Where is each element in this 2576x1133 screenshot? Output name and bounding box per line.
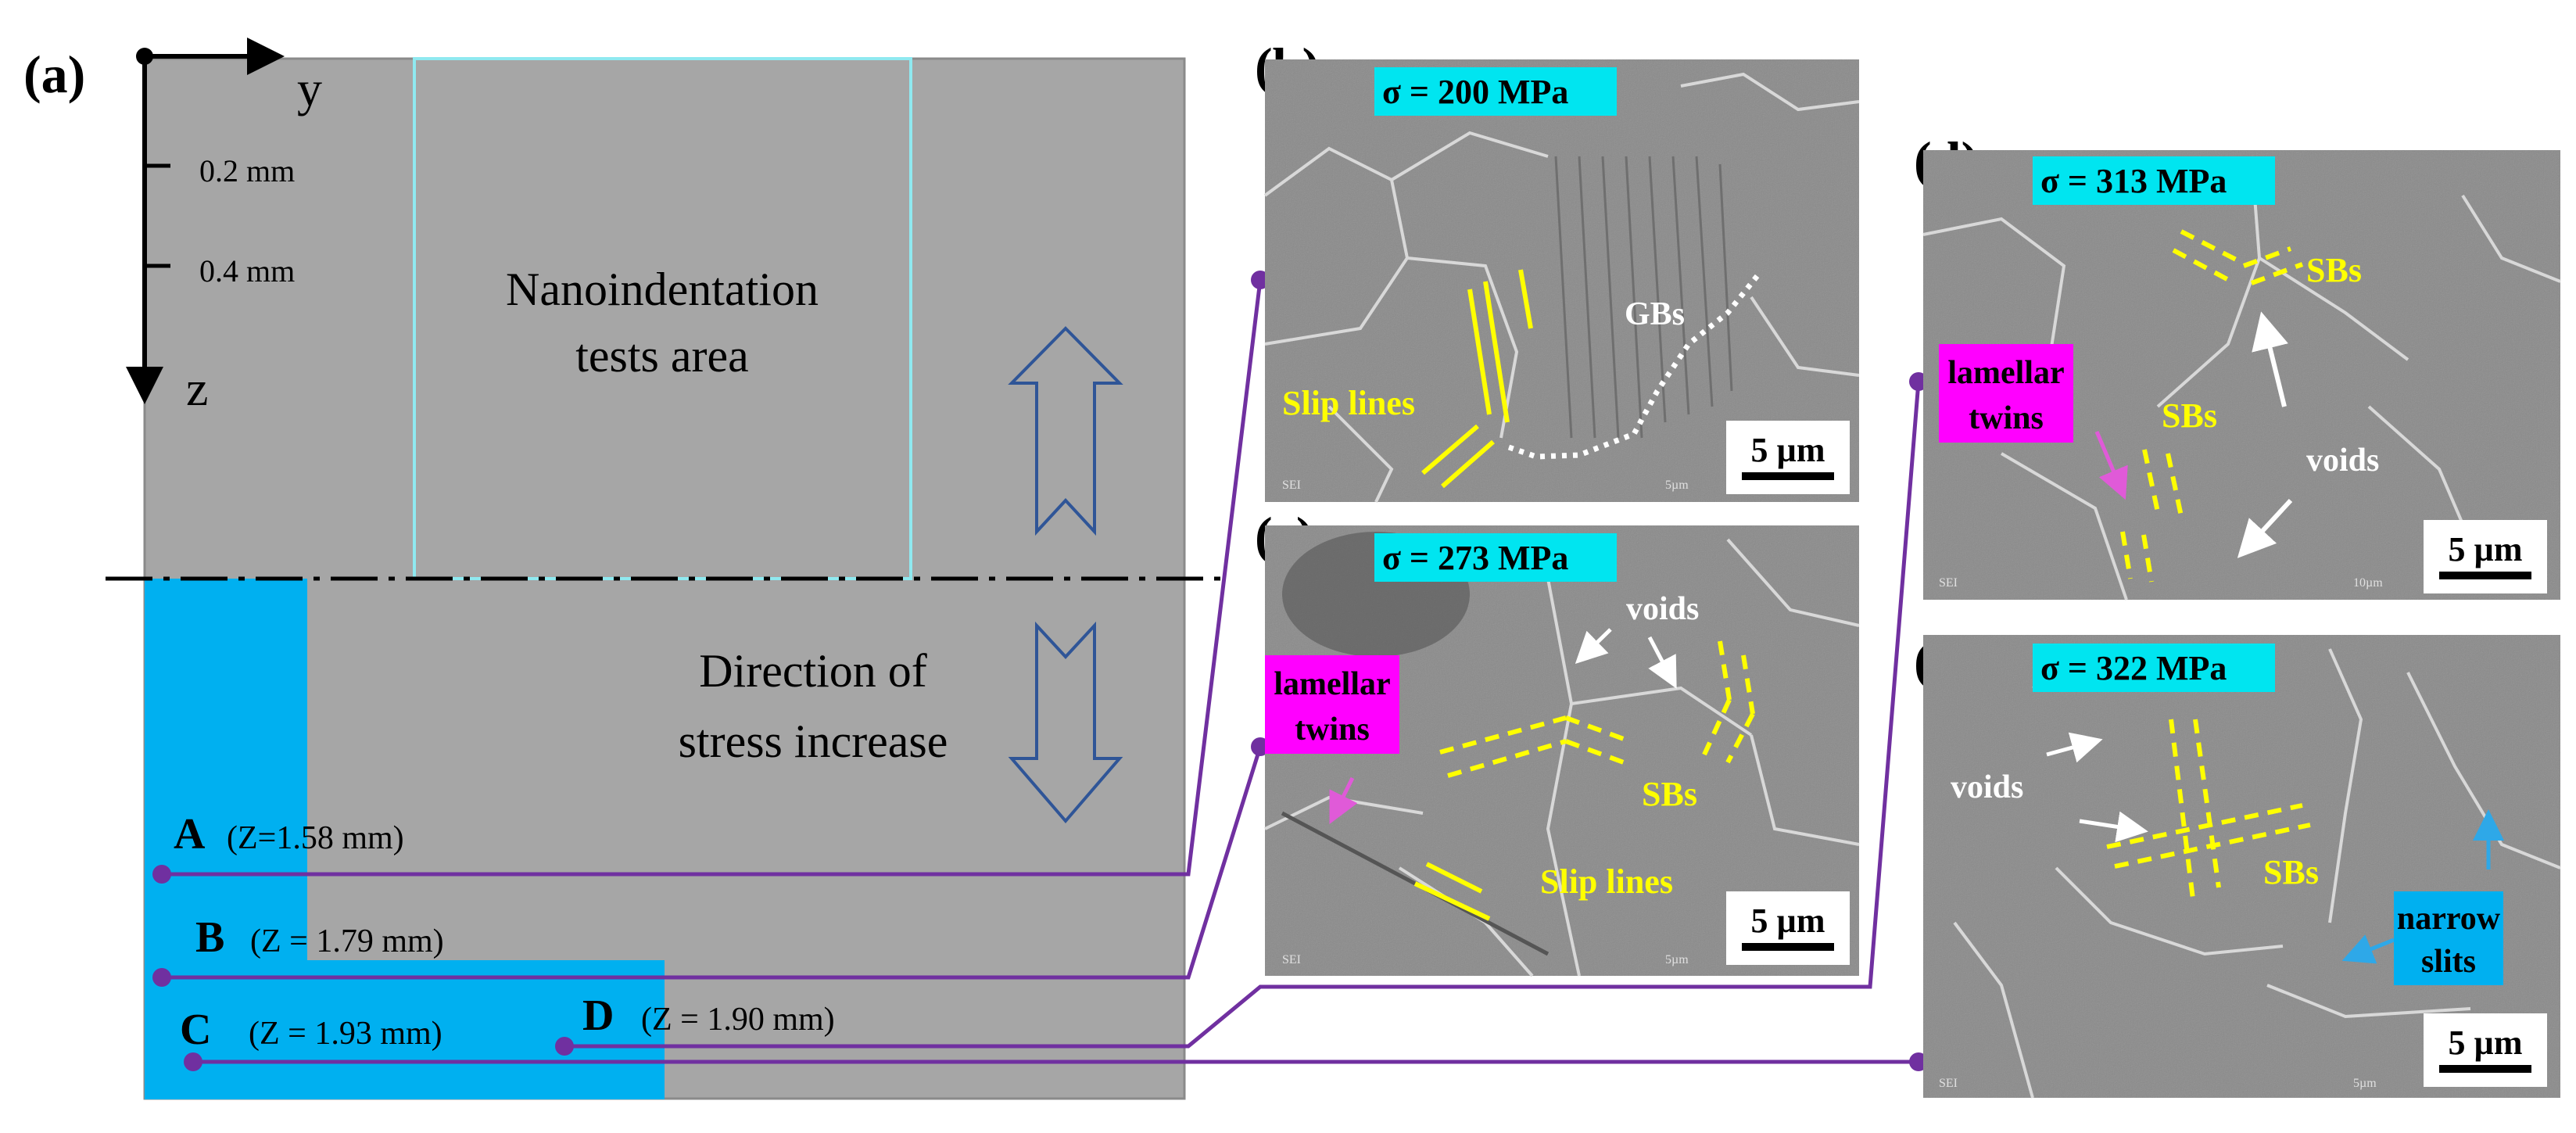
slip-lines-marks-c <box>1413 862 1491 921</box>
sem-scale-e: 5µm <box>2353 1077 2377 1090</box>
connectors <box>162 279 1921 1064</box>
panel-a-label: (a) <box>23 45 85 104</box>
slit-arrow-e2 <box>2341 934 2395 964</box>
point-c-letter: C <box>180 1006 211 1054</box>
sem-scale-c: 5µm <box>1665 953 1689 966</box>
micrograph-e: (e) σ = 322 MPa voids SBs narrow slits 5 <box>1914 631 2561 1099</box>
sem-tag-d: SEI <box>1939 576 1958 590</box>
point-a-letter: A <box>174 810 206 859</box>
scale-box-e <box>2424 1013 2547 1087</box>
micrograph-b: (b) σ = 200 M <box>1255 37 1860 503</box>
slip-lines-label-c: Slip lines <box>1540 862 1673 901</box>
nano-area-label-2: tests area <box>575 330 749 382</box>
sem-tag-b: SEI <box>1282 479 1301 492</box>
down-arrow-outline <box>1008 621 1123 824</box>
void-arrow-c2 <box>1647 636 1677 689</box>
stress-box-c <box>1374 533 1617 582</box>
connector-a <box>162 279 1263 877</box>
connector-d <box>564 381 1921 1049</box>
panel-a: (a) y z 0.2 mm 0.4 mm Nanoindentation te… <box>23 38 1227 1100</box>
scale-box-b <box>1726 421 1850 494</box>
scale-label-c: 5 µm <box>1750 902 1825 940</box>
slits-box-e <box>2394 891 2503 985</box>
void-arrow-d2 <box>2237 498 2293 558</box>
scale-box-d <box>2424 520 2547 593</box>
direction-label-2: stress increase <box>679 715 948 767</box>
slip-traces-b <box>1554 156 1733 439</box>
void-arrow-e1 <box>2046 732 2103 763</box>
stress-label-e: σ = 322 MPa <box>2040 649 2227 687</box>
scale-box-c <box>1726 891 1850 965</box>
sem-tag-c: SEI <box>1282 953 1301 966</box>
scale-label-e: 5 µm <box>2448 1024 2522 1062</box>
twins-label-d-2: twins <box>1969 400 2044 436</box>
void-arrow-d1 <box>2252 311 2288 407</box>
connector-b <box>162 746 1263 980</box>
up-arrow-outline <box>1008 326 1123 536</box>
twins-label-d-1: lamellar <box>1947 355 2064 391</box>
gb-trace-dotted <box>1507 271 1761 460</box>
sbs-label-d-2: SBs <box>2162 396 2217 435</box>
scale-bar-e <box>2439 1065 2531 1073</box>
twins-box-c <box>1265 655 1399 754</box>
scale-bar-b <box>1742 472 1834 480</box>
sbs-label-c: SBs <box>1642 775 1697 813</box>
sb-marks-c <box>1439 640 1755 778</box>
micrograph-d: (d) σ = 313 MPa lamellar twins <box>1914 131 2561 601</box>
point-d-letter: D <box>582 991 614 1040</box>
sbs-label-d-1: SBs <box>2306 251 2362 289</box>
point-b-letter: B <box>195 913 224 962</box>
voids-label-c: voids <box>1626 591 1699 627</box>
sbs-label-e: SBs <box>2263 853 2319 891</box>
void-arrow-e2 <box>2079 811 2148 843</box>
stress-box-e <box>2033 644 2275 692</box>
twins-box-d <box>1939 344 2073 443</box>
twin-arrow-d <box>2094 431 2128 500</box>
tick-label-0-4: 0.4 mm <box>199 253 295 289</box>
z-axis-label: z <box>186 360 208 416</box>
stress-label-d: σ = 313 MPa <box>2040 162 2227 200</box>
void-arrow-c1 <box>1575 628 1612 664</box>
direction-label-1: Direction of <box>699 645 927 697</box>
grain-boundaries-b <box>1263 72 1860 503</box>
voids-label-e: voids <box>1951 769 2023 805</box>
slits-label-e-2: slits <box>2421 944 2476 980</box>
slits-label-e-1: narrow <box>2397 901 2501 937</box>
scale-label-b: 5 µm <box>1750 431 1825 469</box>
micrograph-c: (c) <box>1255 506 1860 977</box>
point-d-z: (Z = 1.90 mm) <box>641 1002 835 1038</box>
dot-c <box>184 1052 202 1071</box>
region-a <box>145 579 307 1099</box>
scale-bar-c <box>1742 943 1834 951</box>
point-a-z: (Z=1.58 mm) <box>227 820 404 856</box>
gbs-label-b: GBs <box>1625 296 1685 332</box>
twins-label-c-1: lamellar <box>1274 666 1390 702</box>
dot-b <box>152 968 171 987</box>
twins-label-c-2: twins <box>1295 712 1370 748</box>
stress-box-b <box>1374 67 1617 116</box>
slip-lines-marks-b <box>1421 269 1533 489</box>
voids-label-d: voids <box>2306 443 2379 479</box>
stress-label-b: σ = 200 MPa <box>1382 73 1568 111</box>
scale-label-d: 5 µm <box>2448 530 2522 568</box>
stress-box-d <box>2033 156 2275 205</box>
point-b-z: (Z = 1.79 mm) <box>250 923 444 959</box>
stress-label-c: σ = 273 MPa <box>1382 539 1568 577</box>
slip-lines-label-b: Slip lines <box>1282 384 1415 422</box>
sem-tag-e: SEI <box>1939 1077 1958 1090</box>
point-c-z: (Z = 1.93 mm) <box>249 1016 442 1052</box>
y-axis-label: y <box>297 61 322 117</box>
tick-label-0-2: 0.2 mm <box>199 153 295 188</box>
sb-marks-d <box>2120 229 2304 583</box>
sem-scale-b: 5µm <box>1665 479 1689 492</box>
dot-a <box>152 865 171 884</box>
nano-area-label-1: Nanoindentation <box>506 264 819 315</box>
twin-arrow-c <box>1329 776 1358 824</box>
dot-d <box>555 1037 574 1056</box>
scale-bar-d <box>2439 572 2531 579</box>
sem-scale-d: 10µm <box>2353 576 2383 590</box>
